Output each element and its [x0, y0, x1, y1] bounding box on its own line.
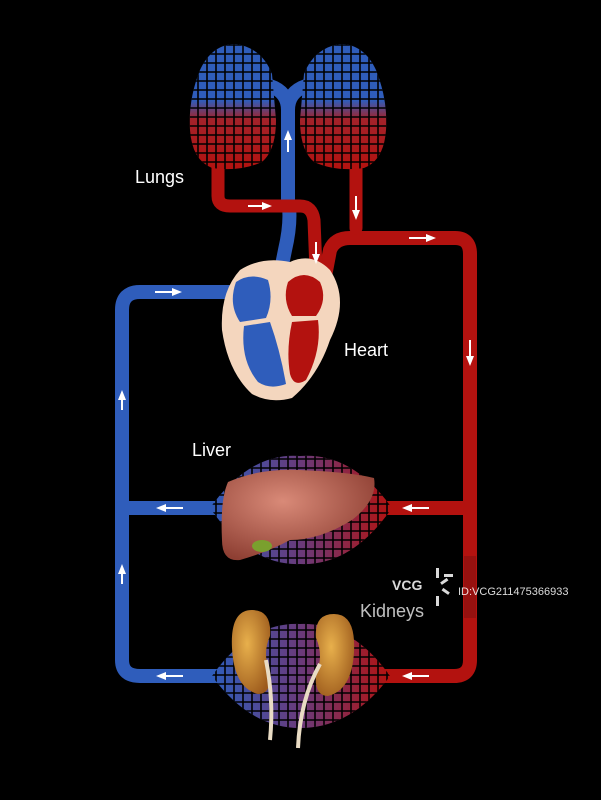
watermark: VCG ID:VCG211475366933	[392, 556, 569, 618]
watermark-logo: VCG	[392, 577, 422, 593]
liver-organ	[221, 469, 375, 561]
arrow-up-icon	[118, 564, 126, 584]
watermark-bar	[464, 556, 476, 618]
aorta-loop	[315, 231, 477, 683]
heart-right-ventricle	[243, 322, 286, 387]
arrow-down-icon	[466, 340, 474, 366]
label-lungs: Lungs	[135, 167, 184, 187]
lungs	[189, 44, 387, 170]
vcg-burst-icon	[436, 568, 453, 606]
arrow-down-icon	[352, 196, 360, 220]
arrow-right-icon	[248, 202, 272, 210]
left-ureter	[264, 659, 274, 741]
arrow-down-icon	[312, 242, 320, 264]
right-ureter	[296, 663, 322, 749]
flow-arrows	[118, 130, 474, 680]
heart	[221, 258, 340, 401]
arrow-right-icon	[155, 288, 182, 296]
label-kidneys: Kidneys	[360, 601, 424, 621]
vena-cava-upper	[115, 285, 239, 683]
heart-left-atrium	[285, 275, 324, 316]
label-heart: Heart	[344, 340, 388, 360]
arrow-left-icon	[156, 672, 183, 680]
kidney-capillary-bed	[212, 610, 390, 749]
heart-right-atrium	[232, 276, 271, 322]
watermark-id: ID:VCG211475366933	[458, 586, 569, 598]
arrow-left-icon	[156, 504, 183, 512]
heart-left-ventricle	[288, 320, 319, 383]
vessels	[115, 79, 477, 683]
arrow-up-icon	[284, 130, 292, 152]
arrow-left-icon	[402, 672, 429, 680]
label-liver: Liver	[192, 440, 231, 460]
right-lung-mesh	[300, 44, 387, 170]
right-kidney	[315, 614, 355, 696]
arrow-up-icon	[118, 390, 126, 410]
arrow-right-icon	[409, 234, 436, 242]
gallbladder	[252, 540, 272, 552]
liver-capillary-bed	[210, 455, 392, 565]
arrow-left-icon	[402, 504, 429, 512]
left-kidney	[231, 610, 271, 694]
left-lung-mesh	[189, 44, 276, 170]
